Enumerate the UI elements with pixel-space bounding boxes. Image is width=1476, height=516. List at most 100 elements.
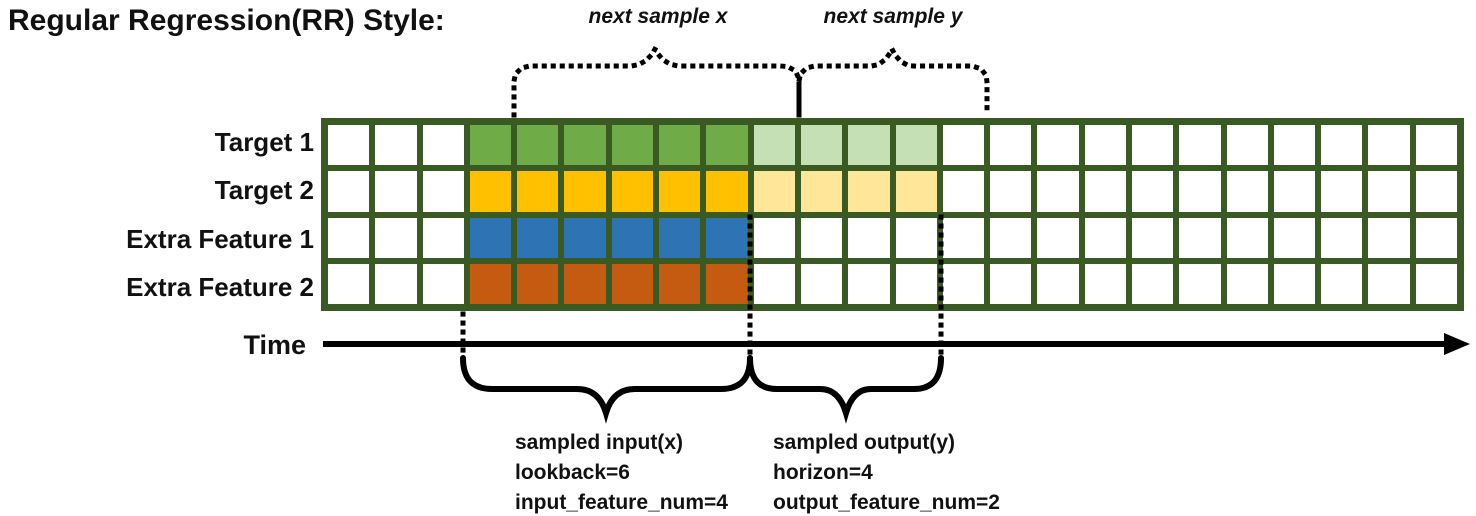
sampled-output-title: sampled output(y) bbox=[773, 431, 955, 454]
grid-cell bbox=[1321, 263, 1363, 304]
grid-cell bbox=[1226, 217, 1268, 258]
grid-cell bbox=[800, 125, 843, 166]
grid-cell bbox=[1179, 217, 1221, 258]
grid-cell bbox=[895, 171, 937, 212]
grid-cell bbox=[469, 263, 512, 304]
grid-cell bbox=[800, 217, 843, 258]
grid-cell bbox=[469, 171, 512, 212]
grid-cell bbox=[706, 217, 748, 258]
grid-cell bbox=[1415, 171, 1457, 212]
grid-cell bbox=[1273, 263, 1316, 304]
sampled-input-brace bbox=[460, 355, 753, 424]
grid-cell bbox=[517, 171, 559, 212]
sampled-input-note: sampled input(x) lookback=6 input_featur… bbox=[515, 428, 728, 516]
grid-cell bbox=[659, 217, 701, 258]
grid-cell bbox=[1368, 263, 1410, 304]
grid-cell bbox=[517, 217, 559, 258]
grid-cell bbox=[1226, 125, 1268, 166]
grid-cell bbox=[328, 171, 370, 212]
grid-cell bbox=[848, 171, 890, 212]
grid-cell bbox=[422, 263, 464, 304]
grid-cell bbox=[611, 125, 654, 166]
grid-cell bbox=[422, 171, 464, 212]
sampled-output-brace bbox=[747, 355, 944, 424]
grid-cell bbox=[706, 263, 748, 304]
grid-cell bbox=[990, 171, 1032, 212]
next-sample-y-label: next sample y bbox=[823, 5, 963, 28]
grid-cell bbox=[1179, 125, 1221, 166]
grid-cell bbox=[422, 217, 464, 258]
grid-cell bbox=[564, 125, 606, 166]
grid-cell bbox=[942, 263, 985, 304]
grid-cell bbox=[942, 171, 985, 212]
grid-cell bbox=[1368, 171, 1410, 212]
grid-cell bbox=[753, 171, 795, 212]
grid-cell bbox=[800, 171, 843, 212]
grid-cell bbox=[1368, 217, 1410, 258]
row-label-extra-feature-2: Extra Feature 2 bbox=[126, 271, 314, 302]
grid-cell bbox=[848, 217, 890, 258]
grid-cell bbox=[1415, 125, 1457, 166]
grid-cell bbox=[1131, 217, 1174, 258]
row-labels: Target 1 Target 2 Extra Feature 1 Extra … bbox=[0, 118, 314, 311]
grid-cell bbox=[1179, 171, 1221, 212]
grid-cell bbox=[469, 125, 512, 166]
time-axis-arrowhead bbox=[1444, 333, 1470, 355]
grid-cell bbox=[611, 217, 654, 258]
next-sample-x-brace bbox=[511, 43, 802, 118]
grid-cell bbox=[895, 217, 937, 258]
next-sample-y-brace bbox=[796, 43, 990, 118]
grid-cell bbox=[1084, 263, 1126, 304]
grid-cell bbox=[375, 125, 417, 166]
horizon-value: horizon=4 bbox=[773, 461, 873, 484]
row-label-target-1: Target 1 bbox=[214, 127, 314, 157]
grid-cell bbox=[564, 263, 606, 304]
grid-cell bbox=[848, 263, 890, 304]
time-axis-title: Time bbox=[243, 330, 306, 360]
grid-cell bbox=[942, 125, 985, 166]
grid-cell bbox=[1131, 263, 1174, 304]
grid-cell bbox=[1415, 217, 1457, 258]
grid-cell bbox=[1321, 171, 1363, 212]
grid-cell bbox=[1273, 125, 1316, 166]
grid-cell bbox=[895, 263, 937, 304]
output-feature-num-value: output_feature_num=2 bbox=[773, 491, 1000, 514]
grid-cell bbox=[706, 125, 748, 166]
row-label-extra-feature-1: Extra Feature 1 bbox=[126, 223, 314, 254]
grid-cell bbox=[1037, 125, 1079, 166]
grid-cell bbox=[1084, 171, 1126, 212]
grid-cell bbox=[1131, 125, 1174, 166]
grid-cell bbox=[1037, 263, 1079, 304]
grid-cell bbox=[990, 217, 1032, 258]
grid-cell bbox=[328, 263, 370, 304]
grid-cell bbox=[469, 217, 512, 258]
grid-cell bbox=[375, 263, 417, 304]
timeseries-grid bbox=[321, 118, 1464, 311]
grid-cell bbox=[942, 217, 985, 258]
lookback-value: lookback=6 bbox=[515, 461, 630, 484]
grid-cell bbox=[517, 125, 559, 166]
grid-cell bbox=[1226, 171, 1268, 212]
figure-title: Regular Regression(RR) Style: bbox=[8, 4, 445, 37]
grid-cell bbox=[1037, 171, 1079, 212]
grid-cell bbox=[895, 125, 937, 166]
grid-cell bbox=[1273, 171, 1316, 212]
grid-cell bbox=[1226, 263, 1268, 304]
grid-cell bbox=[659, 171, 701, 212]
grid-cell bbox=[1415, 263, 1457, 304]
grid-cell bbox=[328, 217, 370, 258]
grid-cell bbox=[990, 125, 1032, 166]
grid-cell bbox=[1179, 263, 1221, 304]
grid-cell bbox=[611, 171, 654, 212]
grid-cell bbox=[517, 263, 559, 304]
grid-cell bbox=[990, 263, 1032, 304]
grid-cell bbox=[1321, 217, 1363, 258]
grid-cell bbox=[659, 263, 701, 304]
grid-cell bbox=[1321, 125, 1363, 166]
grid-cell bbox=[564, 217, 606, 258]
grid-cell bbox=[1131, 171, 1174, 212]
grid-cell bbox=[422, 125, 464, 166]
grid-cell bbox=[375, 217, 417, 258]
sampled-output-note: sampled output(y) horizon=4 output_featu… bbox=[773, 428, 1000, 516]
